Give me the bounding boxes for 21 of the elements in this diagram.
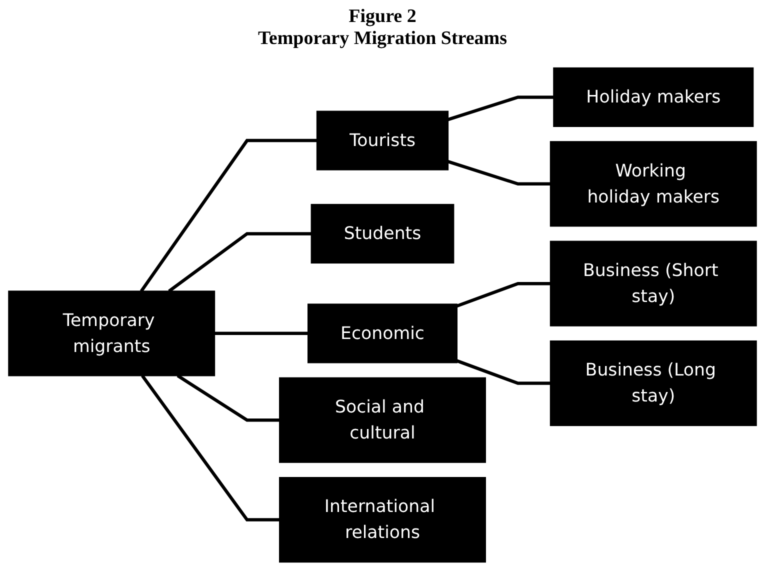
node-box: Economic xyxy=(307,304,458,364)
node-box: Tourists xyxy=(316,110,449,170)
node-box: Temporary migrants xyxy=(8,290,216,376)
node-box: Students xyxy=(310,204,454,264)
connector xyxy=(448,96,554,122)
node-box: International relations xyxy=(279,477,486,563)
connector xyxy=(140,138,317,292)
figure-subtitle: Temporary Migration Streams xyxy=(258,28,508,50)
connector xyxy=(141,374,280,522)
node-box: Working holiday makers xyxy=(550,141,757,227)
node-box: Business (Long stay) xyxy=(550,340,757,426)
node-box: Holiday makers xyxy=(553,67,754,127)
node-box: Business (Short stay) xyxy=(550,240,757,326)
connector xyxy=(456,359,550,385)
figure-title: Figure 2 xyxy=(348,6,416,28)
connector xyxy=(448,160,550,186)
node-box: Social and cultural xyxy=(279,377,486,463)
connector xyxy=(176,374,280,422)
connector xyxy=(214,332,308,336)
connector xyxy=(456,282,550,308)
connector xyxy=(168,232,312,292)
